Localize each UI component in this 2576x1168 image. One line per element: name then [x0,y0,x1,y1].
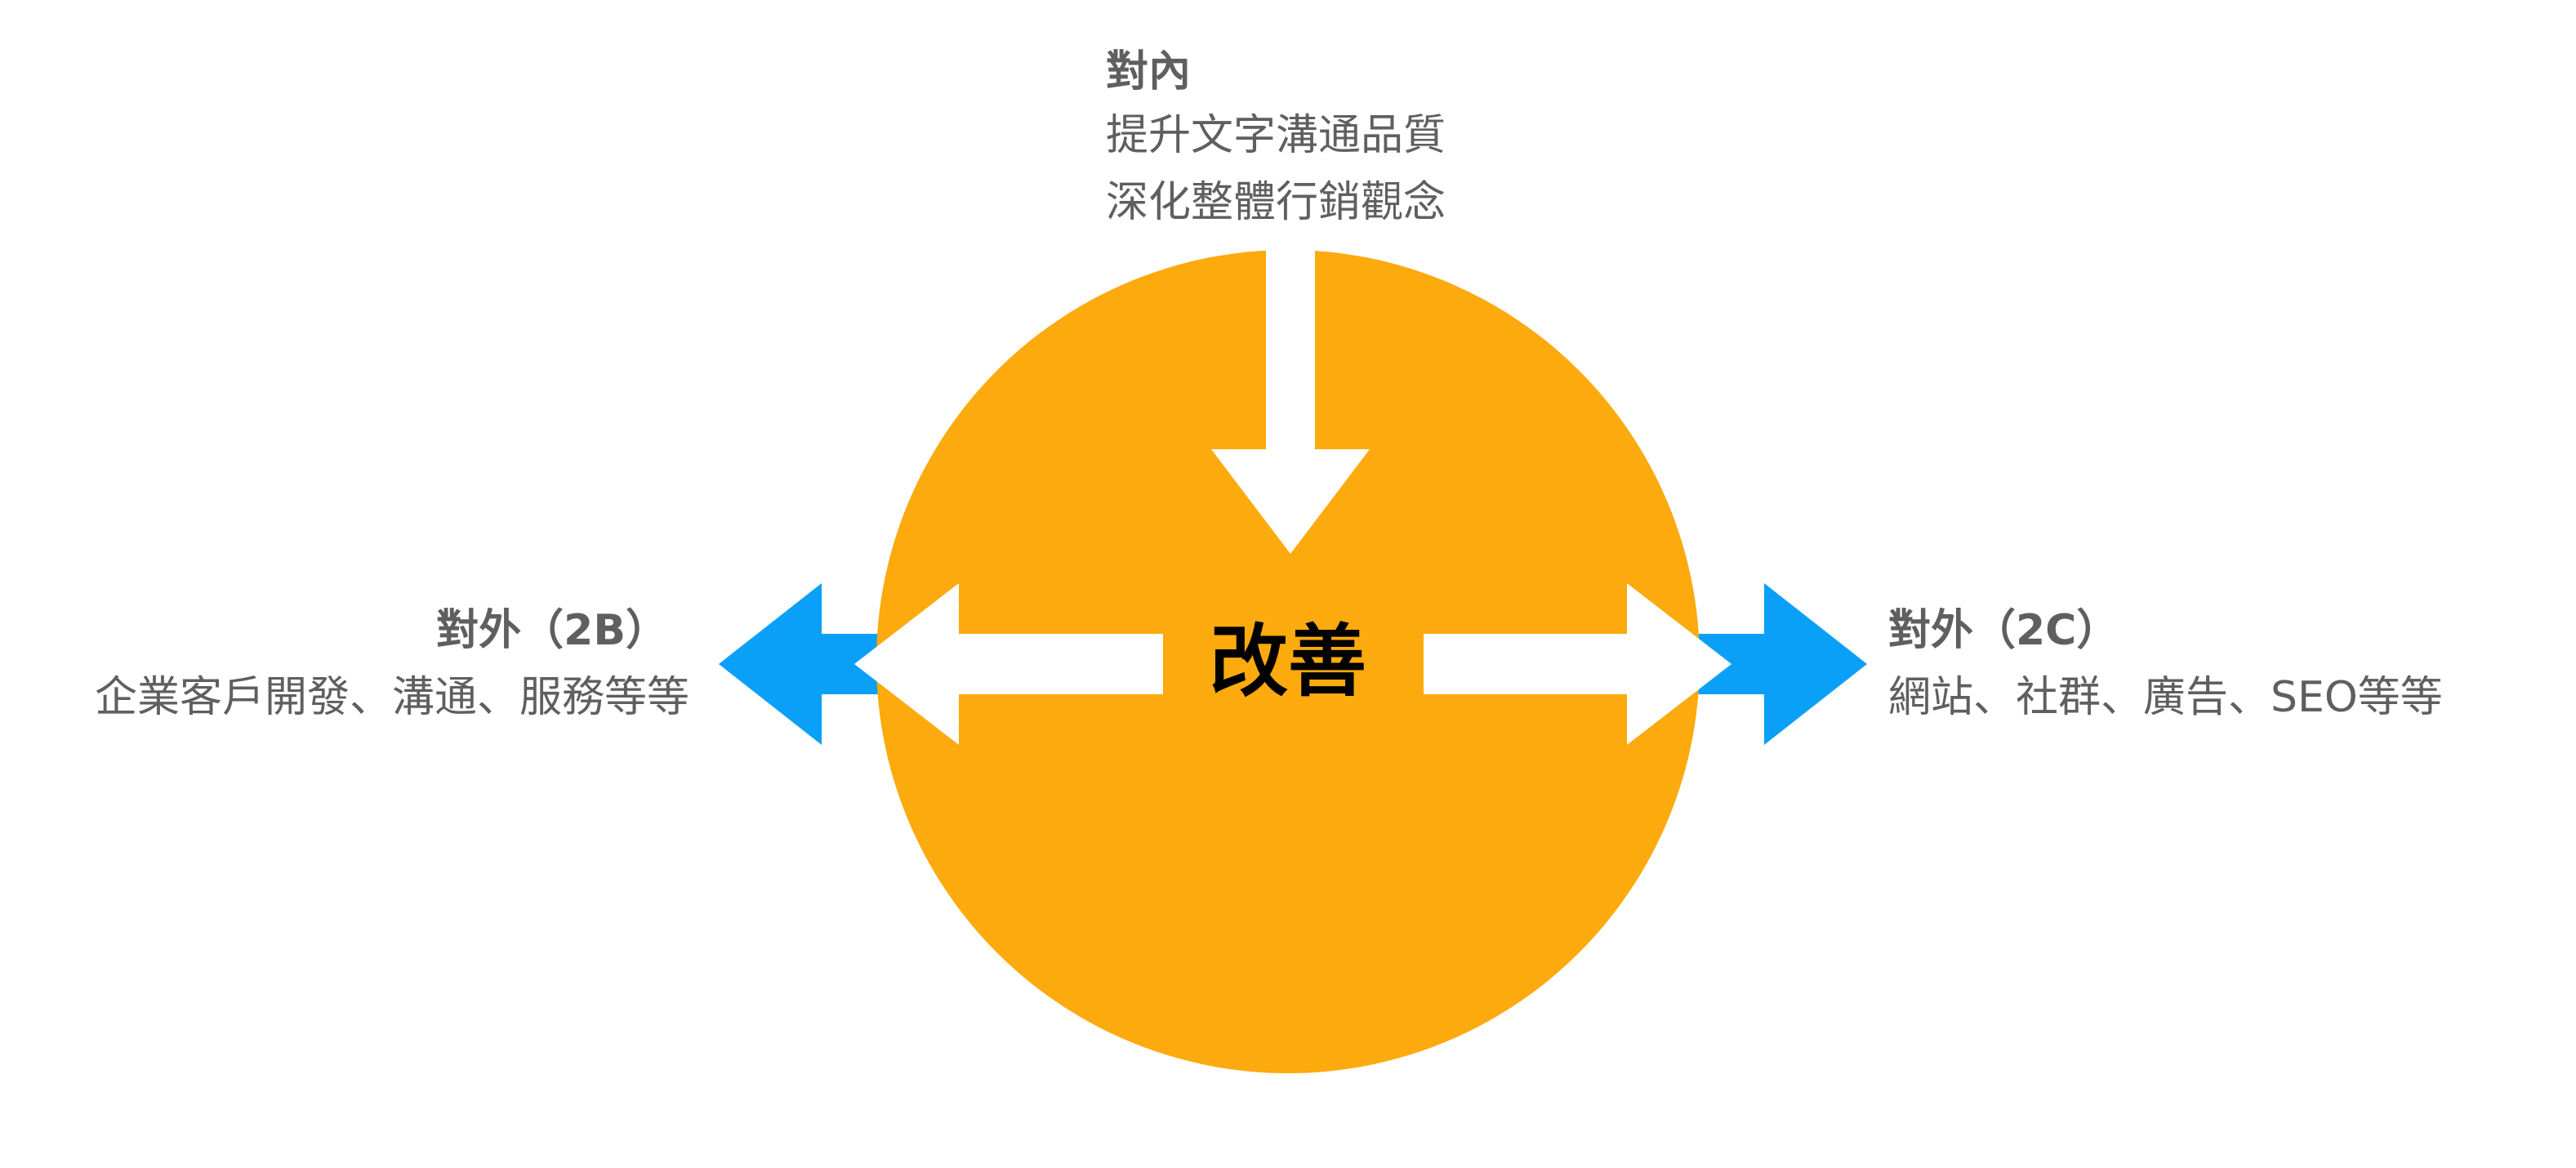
external-b2b-heading: 對外（2B） [436,606,668,655]
right-outer-arrow [1694,583,1867,745]
internal-line: 深化整體行銷觀念 [1106,178,1446,227]
internal-line: 提升文字溝通品質 [1106,111,1446,160]
external-b2c-heading: 對外（2C） [1888,606,2119,655]
external-b2c-line: 網站、社群、廣告、SEO等等 [1888,673,2443,722]
center-label: 改善 [1210,616,1366,707]
left-outer-arrow [719,583,882,745]
internal-heading: 對內 [1106,47,1192,96]
left-inner-arrow [854,583,1163,745]
external-b2b-line: 企業客戶開發、溝通、服務等等 [94,673,689,722]
right-inner-arrow [1424,583,1731,745]
improvement-circle [876,250,1700,1073]
top-inbound-arrow [1211,245,1370,554]
